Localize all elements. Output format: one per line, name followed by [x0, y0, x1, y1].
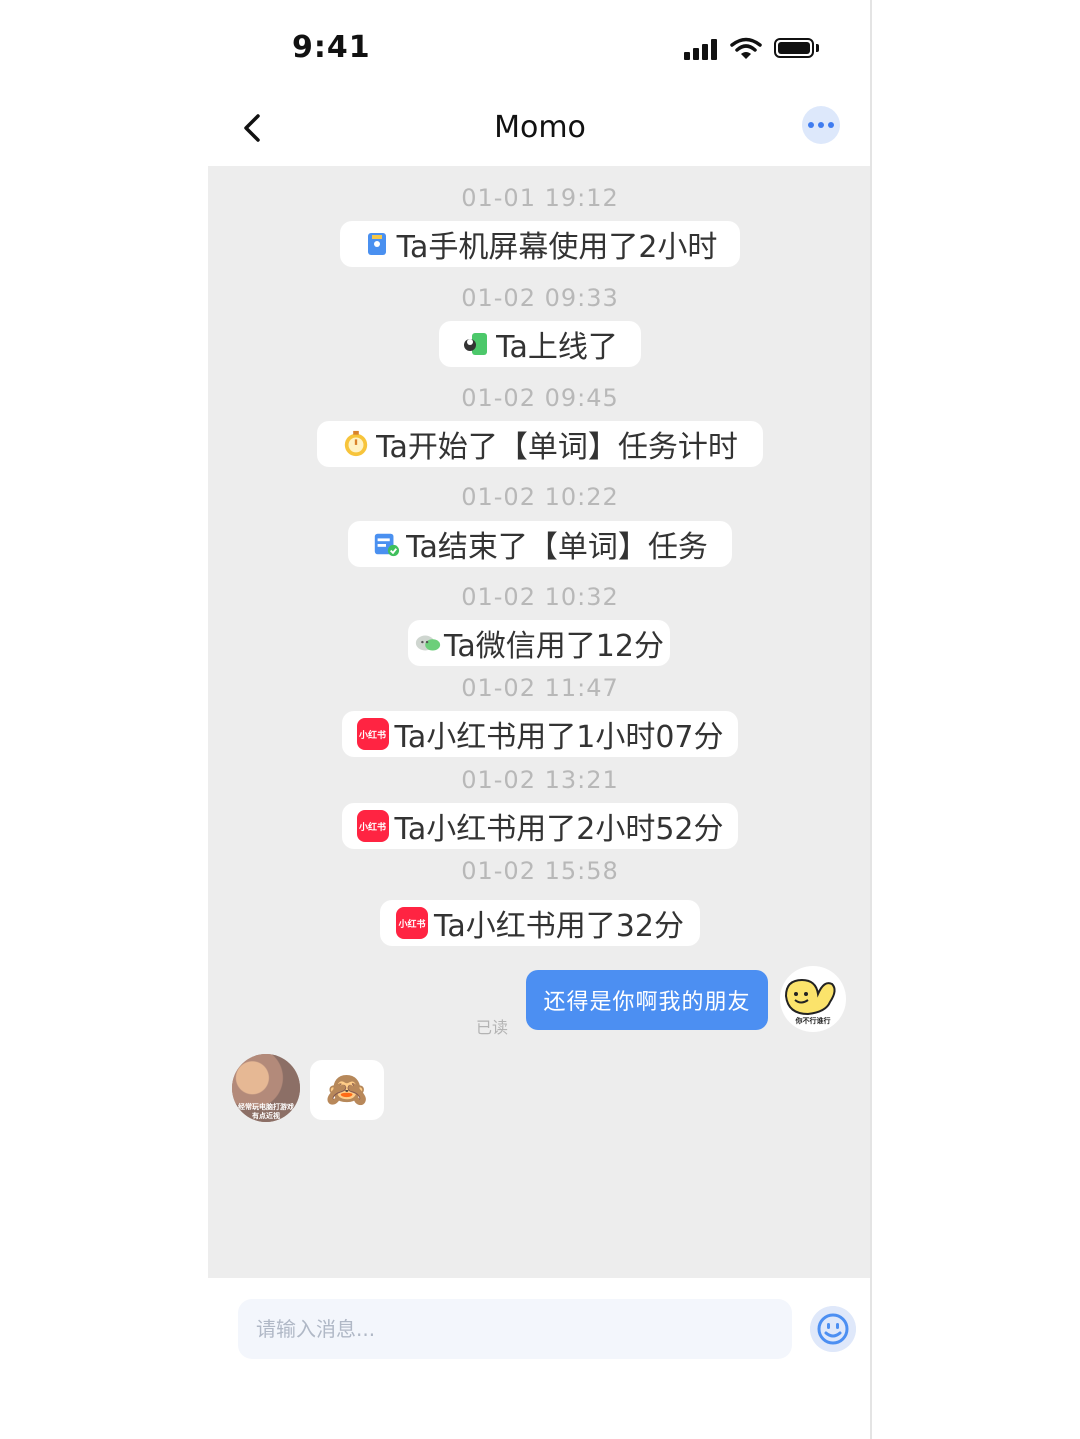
cat-photo: [232, 1054, 300, 1122]
avatar-caption: 经常玩电脑打游戏: [238, 1103, 294, 1111]
event-bubble: Ta微信用了12分: [408, 620, 670, 666]
my-avatar[interactable]: 你不行谁行: [780, 966, 846, 1032]
wifi-icon: [730, 37, 762, 59]
avatar-caption: 有点近视: [252, 1112, 280, 1120]
event-text: Ta结束了【单词】任务: [406, 530, 708, 565]
see-no-evil-monkey-icon: 🙈: [325, 1070, 369, 1110]
online-icon: [462, 330, 490, 358]
more-dot: [828, 122, 834, 128]
event-bubble: Ta上线了: [439, 321, 641, 367]
xiaohongshu-icon: 小红书: [356, 810, 389, 842]
event-timestamp: 01-02 09:45: [461, 384, 619, 412]
cellular-signal-icon: [684, 38, 720, 60]
smiley-sticker-icon: [784, 978, 836, 1016]
more-dot: [818, 122, 824, 128]
event-text: Ta手机屏幕使用了2小时: [396, 230, 718, 265]
event-bubble: Ta开始了【单词】任务计时: [317, 421, 763, 467]
other-avatar[interactable]: 经常玩电脑打游戏 有点近视: [232, 1054, 300, 1122]
status-time: 9:41: [292, 30, 371, 65]
timer-icon: [342, 430, 370, 458]
incoming-message-bubble[interactable]: 🙈: [310, 1060, 384, 1120]
read-receipt: 已读: [476, 1018, 509, 1037]
xiaohongshu-icon: 小红书: [356, 718, 389, 750]
phone-usage-icon: [363, 230, 391, 258]
event-text: Ta上线了: [496, 330, 618, 365]
more-dot: [808, 122, 814, 128]
event-bubble: Ta结束了【单词】任务: [348, 521, 732, 567]
event-bubble: Ta手机屏幕使用了2小时: [340, 221, 740, 267]
xiaohongshu-icon: 小红书: [396, 907, 429, 939]
event-timestamp: 01-01 19:12: [461, 184, 619, 212]
event-timestamp: 01-02 10:22: [461, 483, 619, 511]
event-timestamp: 01-02 15:58: [461, 857, 619, 885]
event-text: Ta开始了【单词】任务计时: [376, 430, 738, 465]
event-text: Ta小红书用了2小时52分: [394, 812, 724, 847]
message-input-wrapper: [238, 1299, 792, 1359]
task-done-icon: [372, 530, 400, 558]
event-timestamp: 01-02 13:21: [461, 766, 619, 794]
message-input[interactable]: [238, 1299, 792, 1359]
chat-area[interactable]: 01-01 19:12 Ta手机屏幕使用了2小时 01-02 09:33 Ta上…: [208, 166, 872, 1278]
wechat-icon: [414, 629, 442, 657]
more-options-button[interactable]: [802, 106, 840, 144]
phone-edge: [870, 0, 872, 1439]
emoji-button[interactable]: [810, 1306, 856, 1352]
event-timestamp: 01-02 09:33: [461, 284, 619, 312]
event-text: Ta小红书用了32分: [434, 909, 684, 944]
event-bubble: 小红书 Ta小红书用了2小时52分: [342, 803, 738, 849]
event-text: Ta微信用了12分: [444, 629, 664, 664]
event-timestamp: 01-02 10:32: [461, 583, 619, 611]
event-bubble: 小红书 Ta小红书用了32分: [380, 900, 700, 946]
battery-icon: [774, 38, 814, 58]
event-text: Ta小红书用了1小时07分: [394, 720, 724, 755]
event-timestamp: 01-02 11:47: [461, 674, 619, 702]
back-chevron-icon[interactable]: [234, 108, 274, 148]
outgoing-message-bubble[interactable]: 还得是你啊我的朋友: [526, 970, 768, 1030]
event-bubble: 小红书 Ta小红书用了1小时07分: [342, 711, 738, 757]
avatar-caption: 你不行谁行: [795, 1017, 831, 1025]
phone-screen: 9:41 Momo 01-01 19:12 Ta手机屏幕使用了2小时 01-02…: [208, 0, 872, 1439]
chat-title: Momo: [494, 110, 586, 145]
battery-tip: [816, 44, 819, 52]
